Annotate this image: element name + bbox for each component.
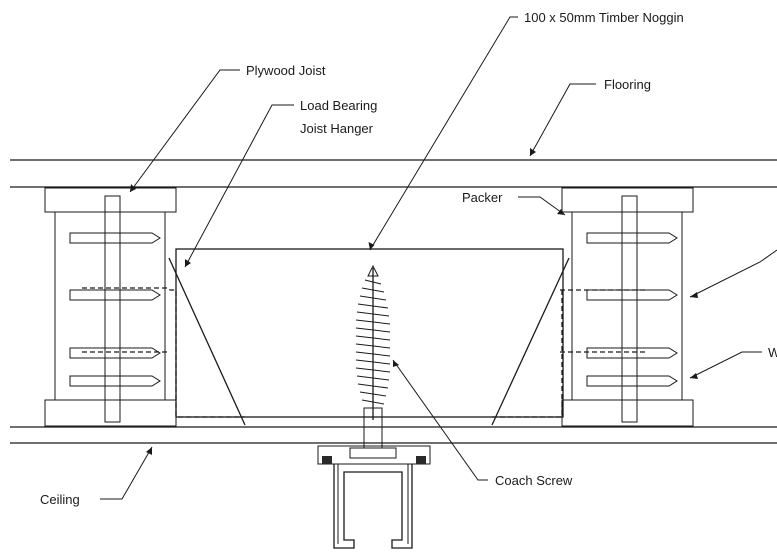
- left-joist-nails: [69, 232, 161, 387]
- flooring-board: [10, 159, 777, 188]
- left-joist-bolt: [104, 195, 121, 423]
- label-ceiling: Ceiling: [40, 492, 80, 507]
- right-joist-web: [571, 211, 683, 401]
- left-plywood-joist: [44, 187, 245, 427]
- coach-screw: [355, 264, 391, 449]
- label-hanger-line2: Joist Hanger: [300, 121, 374, 136]
- timber-noggin: [168, 248, 570, 426]
- right-hanger-diagonal: [491, 257, 570, 426]
- label-hanger-line1: Load Bearing: [300, 98, 377, 113]
- leader-lines: [100, 16, 777, 500]
- left-joist-web: [54, 211, 166, 401]
- label-flooring: Flooring: [604, 77, 651, 92]
- label-coach-screw: Coach Screw: [495, 473, 573, 488]
- label-plywood-joist: Plywood Joist: [246, 63, 326, 78]
- label-timber-noggin: 100 x 50mm Timber Noggin: [524, 10, 684, 25]
- right-joist-nails: [586, 232, 678, 387]
- right-joist-top-flange: [561, 187, 694, 213]
- ceiling-track: [317, 445, 431, 549]
- label-w-cut: W: [768, 345, 777, 360]
- right-joist-bolt: [621, 195, 638, 423]
- ceiling-board: [10, 426, 777, 444]
- left-hanger-diagonal: [168, 257, 246, 426]
- label-packer: Packer: [462, 190, 503, 205]
- left-joist-top-flange: [44, 187, 177, 213]
- right-plywood-joist: [492, 187, 694, 427]
